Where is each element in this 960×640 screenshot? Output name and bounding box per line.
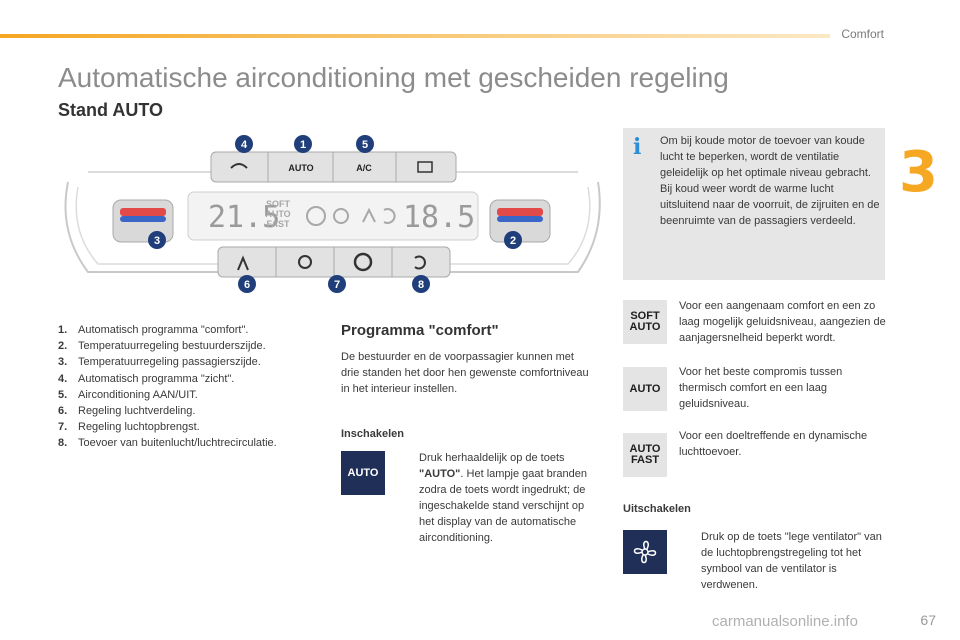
auto-mode-icon: AUTO [623, 367, 667, 411]
top-button-row: AUTO A/C [210, 151, 457, 183]
fan-increase-icon [353, 252, 373, 272]
inschakelen-step: Druk herhaaldelijk op de toets "AUTO". H… [419, 452, 587, 544]
page-subtitle: Stand AUTO [58, 100, 164, 120]
fan-off-key-icon [623, 530, 667, 574]
legend-item: 3.Temperatuurregeling passagierszijde. [58, 356, 261, 369]
legend-item: 4.Automatisch programma "zicht". [58, 372, 235, 385]
section-label: Comfort [841, 27, 884, 41]
control-legend-list: 1.Automatisch programma "comfort". 2.Tem… [58, 322, 318, 452]
header-accent-bar [0, 34, 830, 38]
info-box: i Om bij koude motor de toevoer van koud… [623, 128, 885, 280]
uitschakelen-step: Druk op de toets "lege ventilator" van d… [701, 531, 882, 591]
svg-text:8: 8 [418, 279, 424, 291]
display-fan-icon [306, 206, 326, 226]
svg-text:7: 7 [334, 279, 340, 291]
recirculation-icon [414, 255, 426, 270]
display-left-temp: 21.5 [208, 200, 280, 235]
auto-mode-text: Voor het beste compromis tussen thermisc… [679, 366, 843, 410]
page-title: Automatische airconditioning met geschei… [58, 62, 729, 93]
svg-text:5: 5 [362, 139, 368, 151]
display-mode-line-2: AUTO [265, 209, 290, 219]
info-text: Om bij koude motor de toevoer van koude … [660, 135, 880, 227]
callout-4: 4 [235, 135, 253, 153]
svg-text:6: 6 [244, 279, 250, 291]
display-recirc-icon [383, 208, 396, 224]
top-button-auto-label: AUTO [288, 163, 313, 173]
svg-text:4: 4 [241, 139, 248, 151]
svg-text:2: 2 [510, 235, 516, 247]
watermark: carmanualsonline.info [712, 613, 858, 630]
inschakelen-heading: Inschakelen [341, 428, 404, 440]
info-icon: i [633, 134, 642, 160]
windscreen-demist-icon [230, 163, 248, 169]
display-mode-line-3: FAST [266, 219, 290, 229]
programma-comfort-body: De bestuurder en de voorpassagier kunnen… [341, 351, 589, 395]
legend-item: 1.Automatisch programma "comfort". [58, 324, 249, 336]
callout-6: 6 [238, 275, 256, 293]
panel-display: 21.5 SOFT AUTO FAST 18.5 [187, 191, 479, 241]
top-button-ac-label: A/C [356, 163, 372, 173]
display-right-temp: 18.5 [403, 200, 475, 235]
legend-item: 2.Temperatuurregeling bestuurderszijde. [58, 340, 266, 353]
legend-item: 6.Regeling luchtverdeling. [58, 405, 196, 418]
soft-auto-mode-text: Voor een aangenaam comfort en een zo laa… [679, 300, 886, 344]
chapter-number: 3 [899, 140, 938, 205]
uitschakelen-heading: Uitschakelen [623, 503, 691, 515]
rear-demist-icon [417, 161, 433, 173]
auto-key-icon: AUTO [341, 451, 385, 495]
air-distribution-icon [237, 255, 249, 271]
climate-control-panel-illustration: 21.5 SOFT AUTO FAST 18.5 AUTO A/C 4 1 5 … [64, 135, 601, 293]
legend-item: 5.Airconditioning AAN/UIT. [58, 388, 198, 401]
display-fan-small-icon [333, 208, 349, 224]
legend-item: 7.Regeling luchtopbrengst. [58, 421, 200, 434]
display-seat-icon [362, 207, 376, 223]
auto-fast-mode-text: Voor een doeltreffende en dynamische luc… [679, 430, 868, 458]
callout-2: 2 [504, 231, 522, 249]
callout-7: 7 [328, 275, 346, 293]
page-number: 67 [920, 612, 936, 628]
bottom-button-row [217, 246, 451, 278]
svg-text:1: 1 [300, 139, 306, 151]
fan-decrease-icon [298, 255, 312, 269]
display-mode-line-1: SOFT [266, 199, 291, 209]
callout-3: 3 [148, 231, 166, 249]
legend-item: 8.Toevoer van buitenlucht/luchtrecircula… [58, 437, 277, 450]
callout-5: 5 [356, 135, 374, 153]
programma-comfort-heading: Programma "comfort" [341, 322, 499, 339]
right-temp-knob [489, 199, 551, 243]
callout-1: 1 [294, 135, 312, 153]
callout-8: 8 [412, 275, 430, 293]
svg-text:3: 3 [154, 235, 160, 247]
